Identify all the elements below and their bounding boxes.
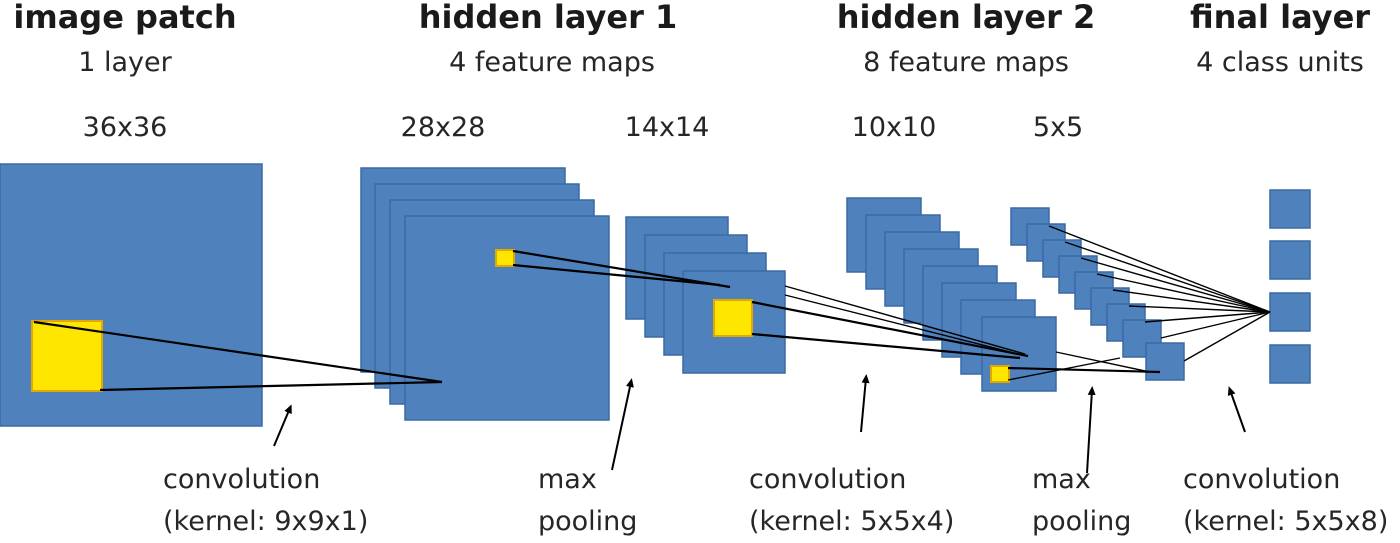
- hidden-layer-1-heading: hidden layer 1: [419, 0, 678, 36]
- operation-arrows: [273, 374, 1246, 474]
- op-pool-2-line1: max: [1032, 464, 1091, 495]
- receptive-field-9x9: [31, 320, 103, 392]
- size-label-14x14: 14x14: [625, 112, 710, 143]
- final-layer-class-units: [1269, 189, 1311, 384]
- hidden-layer-1-conv-maps: [360, 167, 610, 421]
- arrow-conv-3: [1227, 386, 1246, 433]
- size-label-28x28: 28x28: [401, 112, 486, 143]
- size-label-5x5: 5x5: [1033, 112, 1083, 143]
- hidden-layer-2-conv-maps: [846, 197, 1057, 392]
- receptive-field-pooled: [713, 299, 753, 337]
- hidden-layer-1-subheading: 4 feature maps: [449, 47, 655, 78]
- hidden-layer-2-heading: hidden layer 2: [837, 0, 1096, 36]
- connection-lines: [33, 225, 1271, 392]
- size-label-36x36: 36x36: [83, 112, 168, 143]
- arrow-pool-1: [611, 378, 634, 471]
- receptive-field-layer2: [990, 365, 1010, 383]
- op-conv-1-line1: convolution: [163, 464, 320, 495]
- op-pool-1-line2: pooling: [538, 506, 637, 537]
- receptive-field-5x5-layer1: [495, 249, 515, 267]
- op-conv-3-line2: (kernel: 5x5x8): [1183, 506, 1388, 537]
- size-label-10x10: 10x10: [852, 112, 937, 143]
- final-layer-subheading: 4 class units: [1196, 47, 1364, 78]
- op-conv-1-line2: (kernel: 9x9x1): [163, 506, 368, 537]
- hidden-layer-2-subheading: 8 feature maps: [863, 47, 1069, 78]
- op-conv-2-line2: (kernel: 5x5x4): [749, 506, 954, 537]
- arrow-conv-1: [273, 404, 292, 447]
- op-conv-3-line1: convolution: [1183, 464, 1340, 495]
- image-patch-subheading: 1 layer: [78, 47, 172, 78]
- hidden-layer-1-pooled-maps: [625, 216, 786, 374]
- image-patch-heading: image patch: [13, 0, 236, 36]
- op-pool-1-line1: max: [538, 464, 597, 495]
- op-pool-2-line2: pooling: [1032, 506, 1131, 537]
- op-conv-2-line1: convolution: [749, 464, 906, 495]
- arrow-pool-2: [1086, 386, 1096, 474]
- arrow-conv-2: [860, 374, 870, 433]
- final-layer-heading: final layer: [1190, 0, 1370, 36]
